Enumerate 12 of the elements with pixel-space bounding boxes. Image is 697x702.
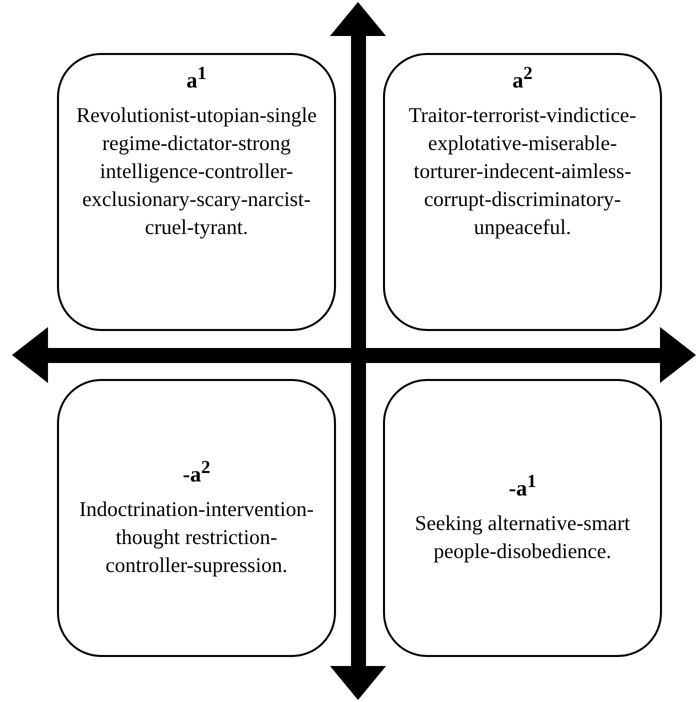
rounded-text-box [383, 379, 662, 657]
rounded-text-box [57, 379, 336, 657]
quadrant-heading: -a$^{1}$ [508, 470, 536, 502]
quadrant-heading: a$^{2}$ [512, 63, 533, 94]
quadrant-heading: -a$^{2}$ [182, 456, 210, 488]
rounded-text-box [383, 53, 662, 331]
rounded-text-box [57, 53, 336, 331]
quadrant-description: Traitor-terrorist-vindictice-explotative-miserable-torturer-indecent-aimless-corrupt-discriminatory-unpeaceful. [408, 102, 638, 242]
quadrant-heading: a$^{1}$ [186, 63, 207, 94]
quadrant-description: Indoctrination-intervention-thought restriction-controller-supression. [78, 496, 315, 580]
quadrant-description: Revolutionist-utopian-single regime-dictator-strong intelligence-controller-exclusionary-scary-narcist-cruel-tyrant. [75, 102, 318, 242]
quadrant-description: Seeking alternative-smart people-disobedience. [414, 510, 632, 566]
